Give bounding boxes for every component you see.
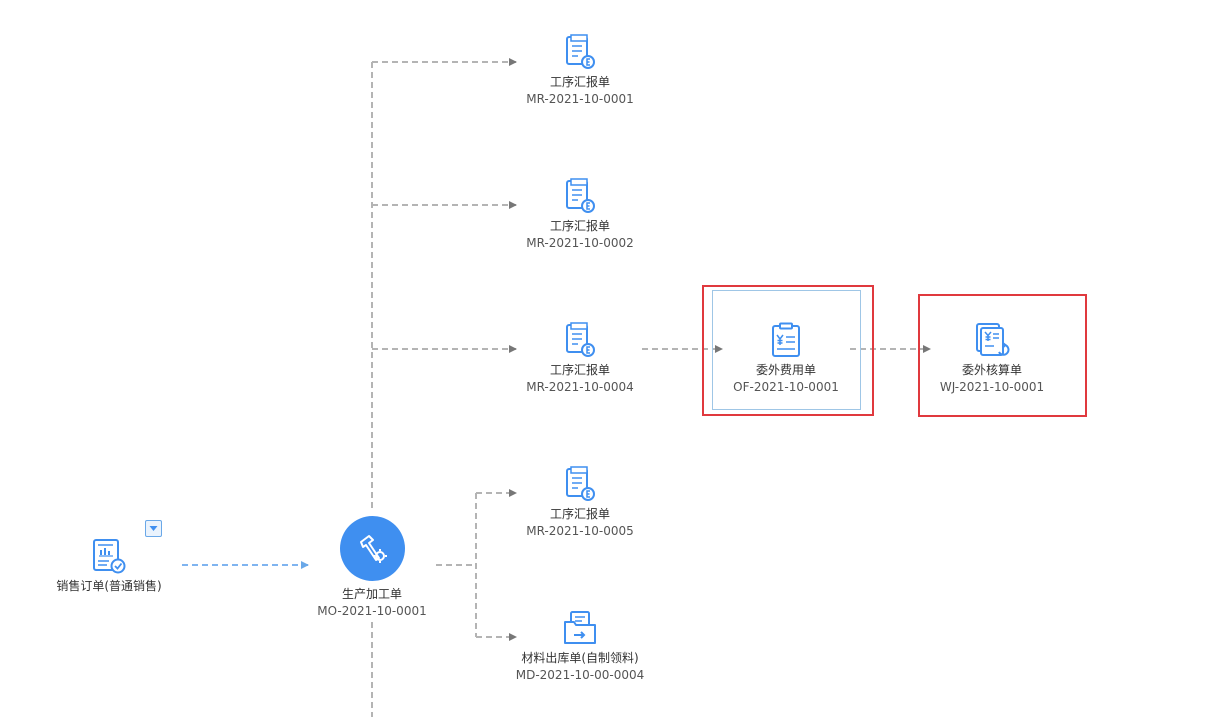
clipboard-yuan-icon <box>768 322 804 358</box>
node-outsource-fee[interactable]: 委外费用单 OF-2021-10-0001 <box>726 322 846 396</box>
node-title: 工序汇报单 <box>549 219 610 233</box>
process-report-icon <box>562 34 598 70</box>
node-code: MR-2021-10-0002 <box>526 236 634 250</box>
node-title: 委外核算单 <box>961 363 1022 377</box>
hammer-gear-icon <box>360 534 387 563</box>
node-code: WJ-2021-10-0001 <box>939 380 1045 394</box>
sales-report-icon <box>91 538 127 574</box>
node-title: 工序汇报单 <box>549 507 610 521</box>
settlement-doc-icon <box>974 322 1010 358</box>
node-report-mr-0004[interactable]: 工序汇报单 MR-2021-10-0004 <box>520 322 640 396</box>
selection-box-outsource-fee <box>712 290 861 410</box>
production-circle <box>339 516 405 581</box>
node-report-mr-0001[interactable]: 工序汇报单 MR-2021-10-0001 <box>520 34 640 108</box>
highlight-box-outsource-fee <box>702 285 874 416</box>
node-report-mr-0002[interactable]: 工序汇报单 MR-2021-10-0002 <box>520 178 640 252</box>
node-outsource-settle[interactable]: 委外核算单 WJ-2021-10-0001 <box>932 322 1052 396</box>
process-report-icon <box>562 466 598 502</box>
node-title: 生产加工单 <box>341 587 402 601</box>
node-code: OF-2021-10-0001 <box>733 380 839 394</box>
highlight-box-outsource-settle <box>918 294 1087 417</box>
node-title: 委外费用单 <box>755 363 816 377</box>
process-report-icon <box>562 178 598 214</box>
node-code: MO-2021-10-0001 <box>317 604 427 618</box>
node-title: 工序汇报单 <box>549 363 610 377</box>
node-code: MR-2021-10-0005 <box>526 524 634 538</box>
node-title: 材料出库单(自制领料) <box>521 651 639 665</box>
triangle-down-icon <box>149 526 158 531</box>
node-title: 工序汇报单 <box>549 75 610 89</box>
node-sales-order[interactable]: 销售订单(普通销售) <box>46 538 172 594</box>
node-material-issue[interactable]: 材料出库单(自制领料) MD-2021-10-00-0004 <box>500 610 660 684</box>
node-production-order[interactable]: 生产加工单 MO-2021-10-0001 <box>312 516 432 620</box>
collapse-toggle-button[interactable] <box>145 520 162 537</box>
node-report-mr-0005[interactable]: 工序汇报单 MR-2021-10-0005 <box>520 466 640 540</box>
node-code: MR-2021-10-0004 <box>526 380 634 394</box>
node-title: 销售订单(普通销售) <box>56 579 162 593</box>
process-report-icon <box>562 322 598 358</box>
node-code: MD-2021-10-00-0004 <box>515 668 645 682</box>
folder-export-icon <box>562 610 598 646</box>
node-code: MR-2021-10-0001 <box>526 92 634 106</box>
